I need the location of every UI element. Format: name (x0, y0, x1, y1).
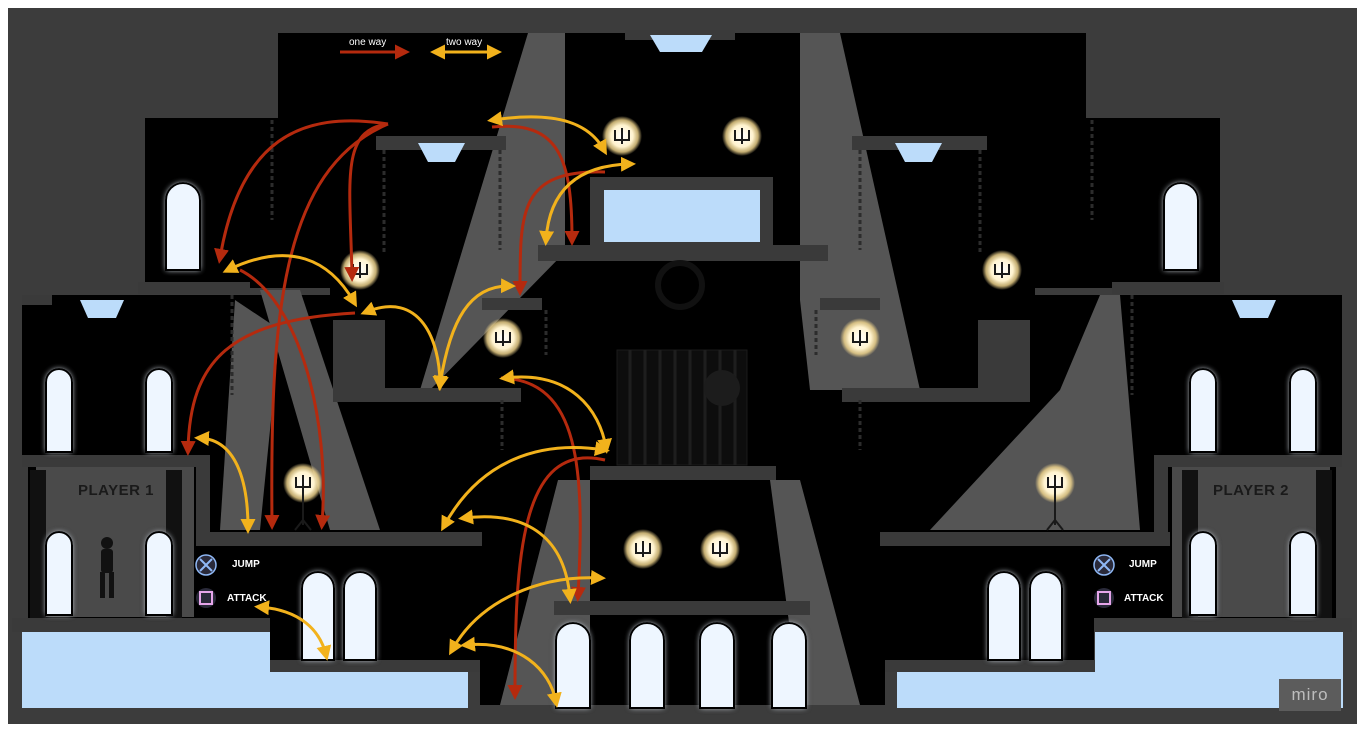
cross-button-icon (195, 554, 217, 576)
square-button-icon (196, 588, 216, 608)
jump-label: JUMP (1129, 559, 1157, 570)
jump-label: JUMP (232, 559, 260, 570)
player-1-label: PLAYER 1 (78, 482, 154, 499)
player-1-character (100, 537, 114, 598)
square-button-icon (1094, 588, 1114, 608)
miro-watermark: miro (1279, 679, 1341, 711)
legend-one-way-label: one way (349, 37, 387, 48)
windows (45, 182, 1317, 709)
central-gate (616, 260, 748, 466)
attack-label: ATTACK (1124, 593, 1164, 604)
ceiling-lamps (80, 35, 1276, 318)
two-way-paths (194, 111, 636, 708)
attack-label: ATTACK (227, 593, 267, 604)
legend-two-way-label: two way (446, 37, 483, 48)
cross-button-icon (1093, 554, 1115, 576)
player-2-label: PLAYER 2 (1213, 482, 1289, 499)
